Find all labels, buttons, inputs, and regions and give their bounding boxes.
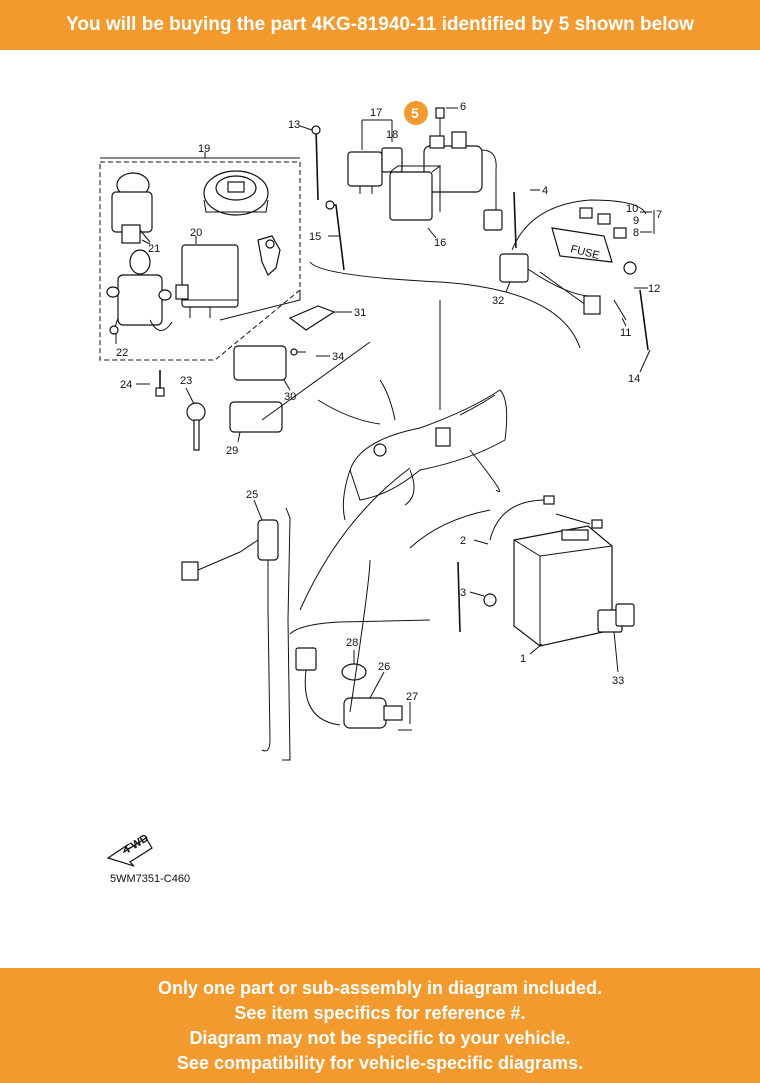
callout-4: 4 [542,185,548,197]
footer-banner: Only one part or sub-assembly in diagram… [0,968,760,1083]
footer-line-4: See compatibility for vehicle-specific d… [176,1053,584,1073]
callout-25: 25 [246,489,258,501]
callout-1: 1 [520,653,526,665]
callout-10: 10 [626,203,638,215]
callout-34: 34 [332,351,344,363]
callout-15: 15 [309,231,321,243]
footer-line-2: See item specifics for reference #. [234,1003,526,1023]
motorcycle-outline [342,379,508,521]
header-banner: You will be buying the part 4KG-81940-11… [0,0,760,50]
starter-relay-part-5 [423,107,503,231]
highlight-marker-5 [404,101,428,125]
callout-17: 17 [370,107,382,119]
callout-28: 28 [346,637,358,649]
callout-5: 5 [411,105,419,121]
callout-leaders [115,107,655,724]
callout-labels: 1 2 3 4 6 7 8 9 10 11 12 13 14 15 16 17 … [116,101,662,703]
callout-32: 32 [492,295,504,307]
callout-11: 11 [620,327,631,339]
callout-18: 18 [386,129,398,141]
callout-19: 19 [198,143,210,155]
callout-26: 26 [378,661,390,673]
callout-20: 20 [190,227,202,239]
callout-6: 6 [460,101,466,113]
callout-2: 2 [460,535,466,547]
callout-33: 33 [612,675,624,687]
callout-3: 3 [460,587,466,599]
ignition-assembly-group [99,152,301,361]
callout-9: 9 [633,215,639,227]
callout-7: 7 [656,209,662,221]
footer-line-1: Only one part or sub-assembly in diagram… [157,978,603,998]
callout-8: 8 [633,227,639,239]
fwd-arrow-icon: FWD [106,832,153,867]
battery-part-1 [513,525,613,647]
callout-29: 29 [226,445,238,457]
callout-31: 31 [354,307,366,319]
callout-13: 13 [288,119,300,131]
callout-30: 30 [284,391,296,403]
callout-27: 27 [406,691,418,703]
callout-16: 16 [434,237,446,249]
footer-line-3: Diagram may not be specific to your vehi… [189,1028,571,1048]
callout-14: 14 [628,373,640,385]
callout-22: 22 [116,347,128,359]
drawing-code: 5WM7351-C460 [110,873,190,885]
header-text: You will be buying the part 4KG-81940-11… [66,14,694,35]
callout-21: 21 [148,243,160,255]
callout-24: 24 [120,379,132,391]
callout-12: 12 [648,283,660,295]
parts-diagram: FWD 5WM7351-C460 FUSE 5 [99,101,662,885]
callout-23: 23 [180,375,192,387]
